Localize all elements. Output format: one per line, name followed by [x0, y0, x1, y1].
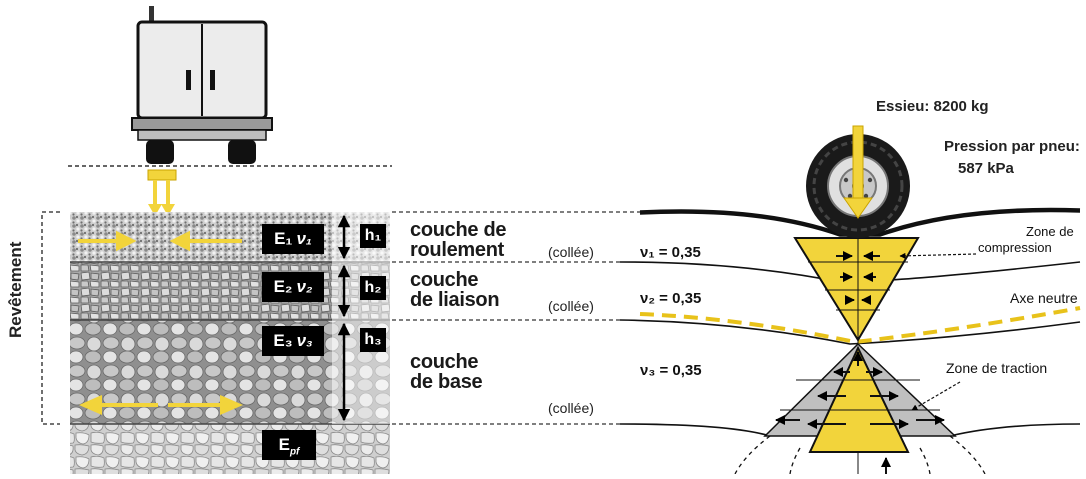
neutral-axis-line — [639, 306, 1081, 345]
layer-3-name-line2: de base — [410, 371, 483, 393]
neutral-axis-label: Axe neutre — [1010, 290, 1078, 306]
poisson-2: ν₂ = 0,35 — [640, 290, 702, 307]
truck-icon — [68, 6, 392, 167]
layer-2-name-line1: couche — [410, 269, 479, 291]
compression-label-line2: compression — [978, 240, 1052, 255]
bond-2: (collée) — [548, 298, 594, 314]
wheel-load-arrows — [147, 169, 177, 216]
layer-boundaries — [392, 211, 645, 425]
revetement-bracket — [41, 211, 60, 425]
deflection-curves — [619, 210, 1081, 437]
thickness-h1: h₁ — [360, 224, 386, 248]
traction-zone — [734, 342, 986, 475]
thickness-h2: h₂ — [360, 276, 386, 300]
poisson-3: ν₃ = 0,35 — [640, 362, 702, 379]
pressure-label-line1: Pression par pneu: — [944, 138, 1080, 155]
poisson-1: ν₁ = 0,35 — [640, 244, 701, 261]
layer-1-name-line2: roulement — [410, 239, 504, 261]
pressure-label-line2: 587 kPa — [958, 160, 1014, 177]
axle-load-label: Essieu: 8200 kg — [876, 98, 989, 115]
axle-load-arrow — [843, 125, 873, 219]
revetement-label: Revêtement — [6, 241, 25, 338]
traction-zone-label: Zone de traction — [946, 360, 1048, 376]
subgrade-texture — [70, 424, 390, 474]
bond-3: (collée) — [548, 400, 594, 416]
layer-1-name-line1: couche de — [410, 219, 507, 241]
layer-3-name-line1: couche — [410, 351, 479, 373]
layer-stress-arrows — [78, 230, 243, 416]
badge-subgrade: Epf — [262, 430, 316, 460]
thickness-h3: h₃ — [360, 328, 386, 352]
compression-label-line1: Zone de — [1026, 224, 1074, 239]
bond-1: (collée) — [548, 244, 594, 260]
layer-2-name-line2: de liaison — [410, 289, 500, 311]
